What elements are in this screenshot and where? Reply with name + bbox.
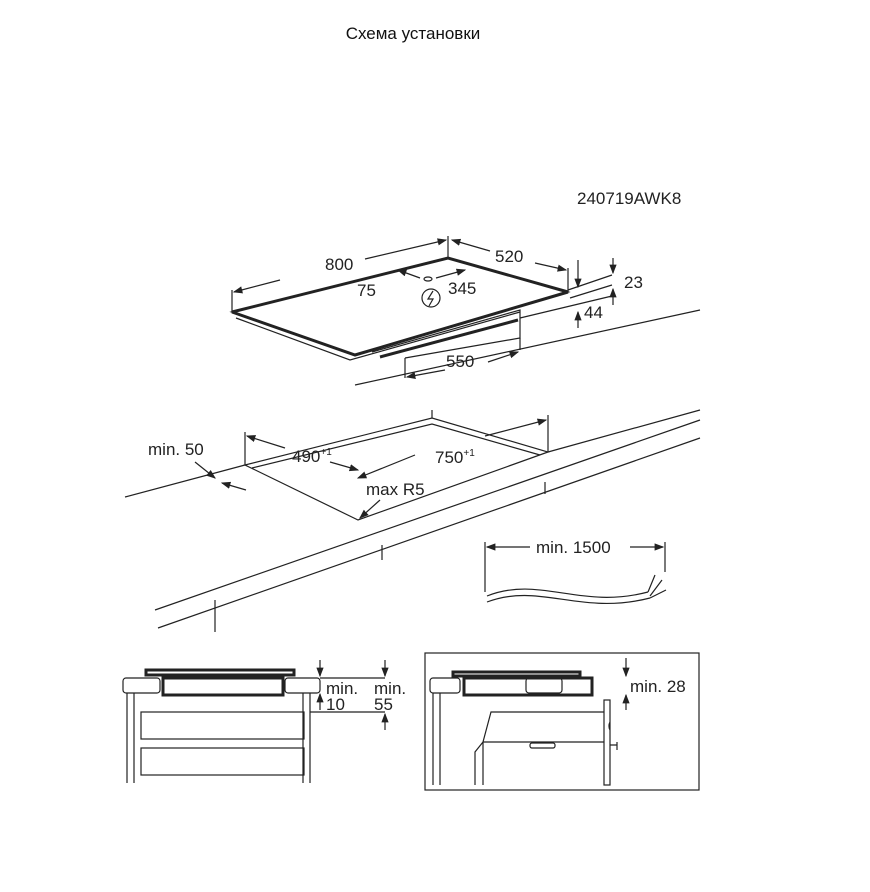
height-total-label: 44 [584, 303, 603, 322]
hob-depth-label: 520 [495, 247, 523, 266]
min-edge-label: min. 50 [148, 440, 204, 459]
lightning-in-circle-icon [421, 288, 441, 308]
model-code: 240719AWK8 [577, 189, 681, 208]
body-width-label: 550 [446, 352, 474, 371]
cable-drawing: min. 1500 [484, 538, 667, 605]
conn-right-label: 345 [448, 279, 476, 298]
cutout-depth-label: 490+1 [292, 447, 332, 466]
oven-install-drawing: min. 28 [424, 652, 700, 791]
clearance-min-value: 55 [374, 695, 393, 714]
page-title: Схема установки [345, 24, 481, 43]
hob-width-label: 800 [325, 255, 353, 274]
cutout-width-label: 750+1 [435, 448, 475, 467]
cable-length-label: min. 1500 [536, 538, 611, 557]
gap-min-value: 10 [326, 695, 345, 714]
oven-gap-label: min. 28 [630, 677, 686, 696]
radius-label: max R5 [366, 480, 425, 499]
cutout [243, 417, 550, 521]
clearance-min-label: min. [374, 679, 406, 698]
drawer-install-drawing: min. 10 min. 55 [122, 660, 406, 783]
gap-min-label: min. [326, 679, 358, 698]
conn-left-label: 75 [357, 281, 376, 300]
height-top-label: 23 [624, 273, 643, 292]
hob-drawing: 800 520 75 345 23 44 550 [229, 236, 643, 380]
countertop-drawing: 490+1 750+1 min. 50 max R5 [124, 309, 701, 632]
